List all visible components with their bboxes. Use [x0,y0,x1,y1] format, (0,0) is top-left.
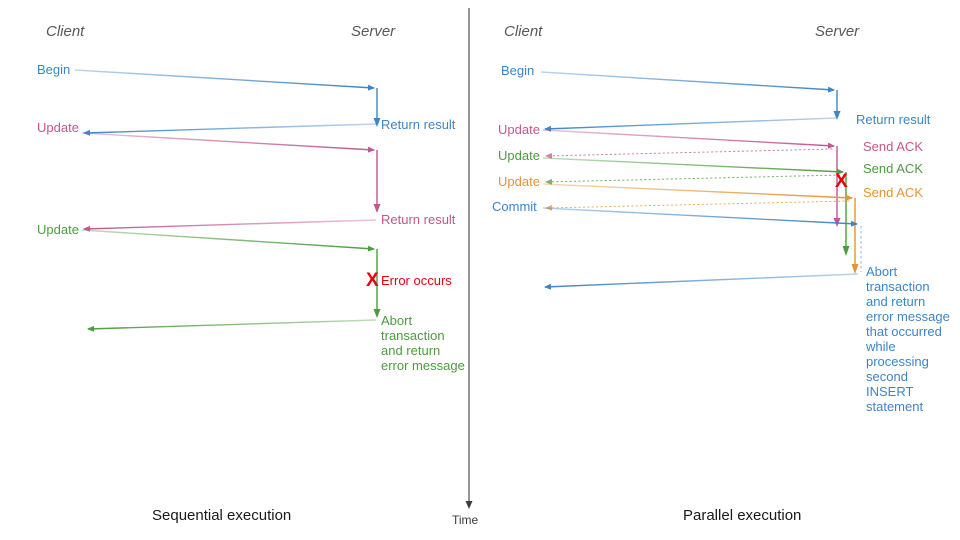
right-message-send-ack-1: Send ACK [863,139,923,154]
left-flow-update-1 [81,132,381,232]
right-panel-caption: Parallel execution [683,507,802,524]
left-message-return-result-2: Return result [381,212,456,227]
right-flow-commit [542,207,862,290]
left-abort-line-2: transaction [381,328,445,343]
left-message-begin: Begin [37,62,71,77]
right-message-abort: Abort transaction and return error messa… [866,264,960,414]
right-abort-line-3: and return [866,294,926,309]
left-message-abort: Abort transaction and return error messa… [381,313,467,373]
left-message-return-result-1: Return result [381,117,456,132]
right-abort-line-1: Abort [866,264,898,279]
left-panel-caption: Sequential execution [152,507,292,524]
right-abort-line-9: INSERT [866,384,914,399]
right-abort-line-10: statement [866,399,924,414]
left-message-error-occurs: Error occurs [381,273,452,288]
right-abort-line-4: error message [866,309,950,324]
left-actor-server: Server [351,23,396,40]
left-panel-flows [74,69,381,332]
right-flow-begin [540,71,841,132]
left-flow-begin [74,69,381,136]
right-flow-update-2 [542,157,850,256]
time-axis-label: Time [452,513,479,527]
right-message-send-ack-3: Send ACK [863,185,923,200]
left-message-update-1: Update [37,120,79,135]
left-abort-line-3: and return [381,343,441,358]
right-message-update-1: Update [498,122,540,137]
right-panel-flows [540,71,862,290]
left-abort-line-1: Abort [381,313,413,328]
right-abort-line-2: transaction [866,279,930,294]
left-error-x-icon: X [366,270,379,291]
right-abort-line-8: second [866,369,908,384]
left-message-update-2: Update [37,222,79,237]
left-flow-update-2 [81,229,381,332]
left-abort-line-4: error message [381,358,465,373]
right-abort-line-5: that occurred [866,324,942,339]
right-error-x-icon: X [835,171,848,192]
left-actor-client: Client [46,23,85,40]
right-message-begin: Begin [501,63,535,78]
right-actor-client: Client [504,23,543,40]
right-abort-line-7: processing [866,354,929,369]
right-message-send-ack-2: Send ACK [863,161,923,176]
right-message-update-2: Update [498,148,540,163]
right-abort-line-6: while [866,339,896,354]
time-axis [465,8,473,509]
right-message-commit: Commit [492,199,537,214]
right-message-update-3: Update [498,174,540,189]
right-actor-server: Server [815,23,860,40]
right-flow-update-1 [542,129,841,227]
right-flow-update-3 [542,183,859,274]
right-message-return-result: Return result [856,112,931,127]
